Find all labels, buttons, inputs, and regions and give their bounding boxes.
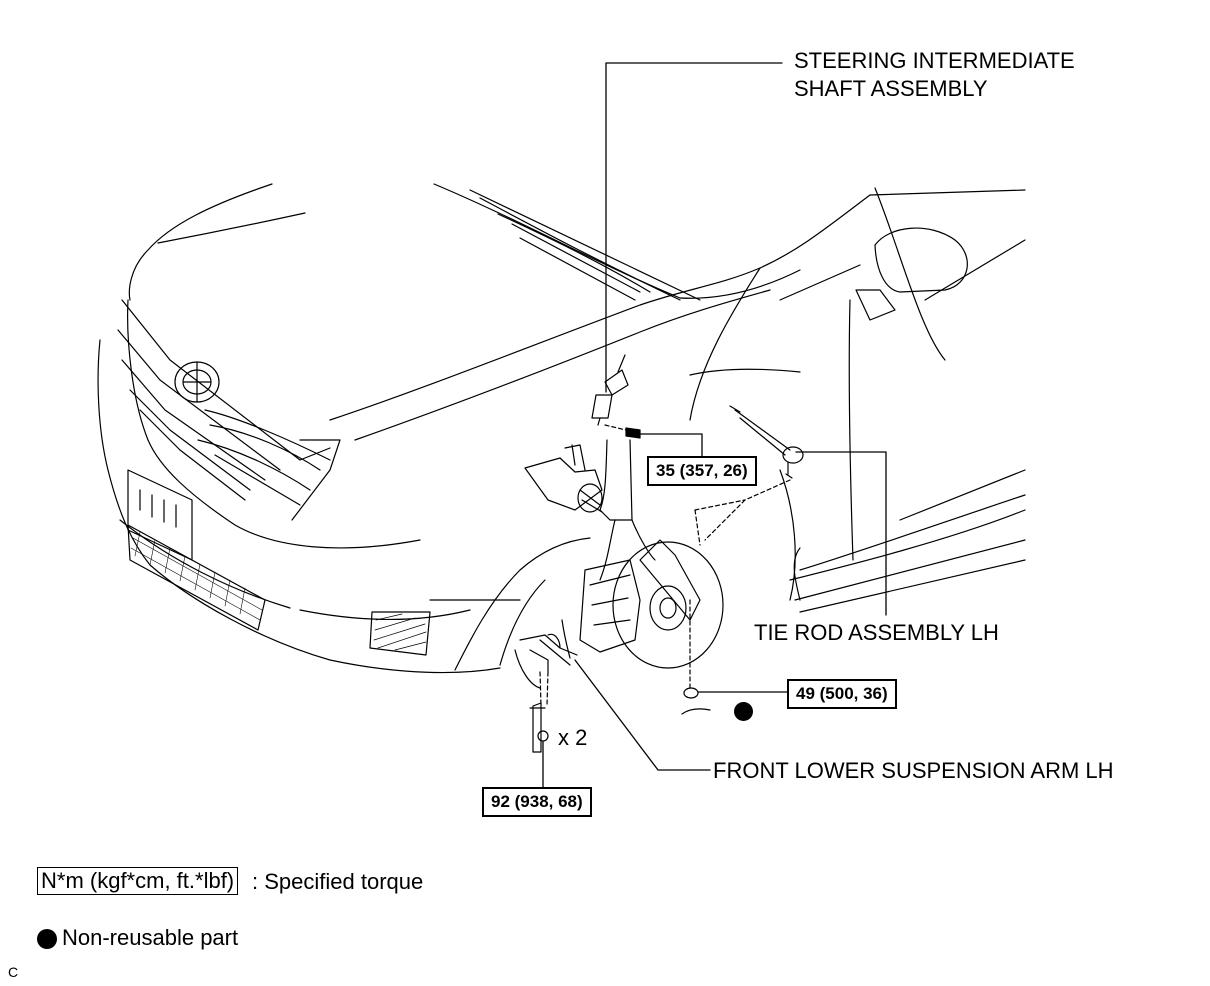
quantity-label: x 2 [558, 725, 588, 750]
non-reusable-dot-icon [734, 702, 753, 721]
torque-arm-bolts: 92 (938, 68) [482, 787, 592, 817]
steering-shaft-label-line2: SHAFT ASSEMBLY [794, 76, 988, 101]
leader-lines [542, 62, 887, 789]
torque-shaft-bolt: 35 (357, 26) [647, 456, 757, 486]
legend-torque-box: N*m (kgf*cm, ft.*lbf) [37, 867, 239, 895]
legend-non-reusable-text: Non-reusable part [62, 925, 239, 950]
tie-rod-label: TIE ROD ASSEMBLY LH [754, 620, 999, 645]
corner-mark: C [8, 964, 19, 980]
legend-torque-desc: : Specified torque [252, 869, 424, 894]
suspension-parts [514, 354, 804, 753]
legend-non-reusable-icon [37, 929, 57, 949]
vehicle-body [97, 183, 1026, 674]
torque-tie-rod-nut: 49 (500, 36) [787, 679, 897, 709]
lower-arm-label: FRONT LOWER SUSPENSION ARM LH [713, 758, 1114, 783]
steering-shaft-label-line1: STEERING INTERMEDIATE [794, 48, 1075, 73]
